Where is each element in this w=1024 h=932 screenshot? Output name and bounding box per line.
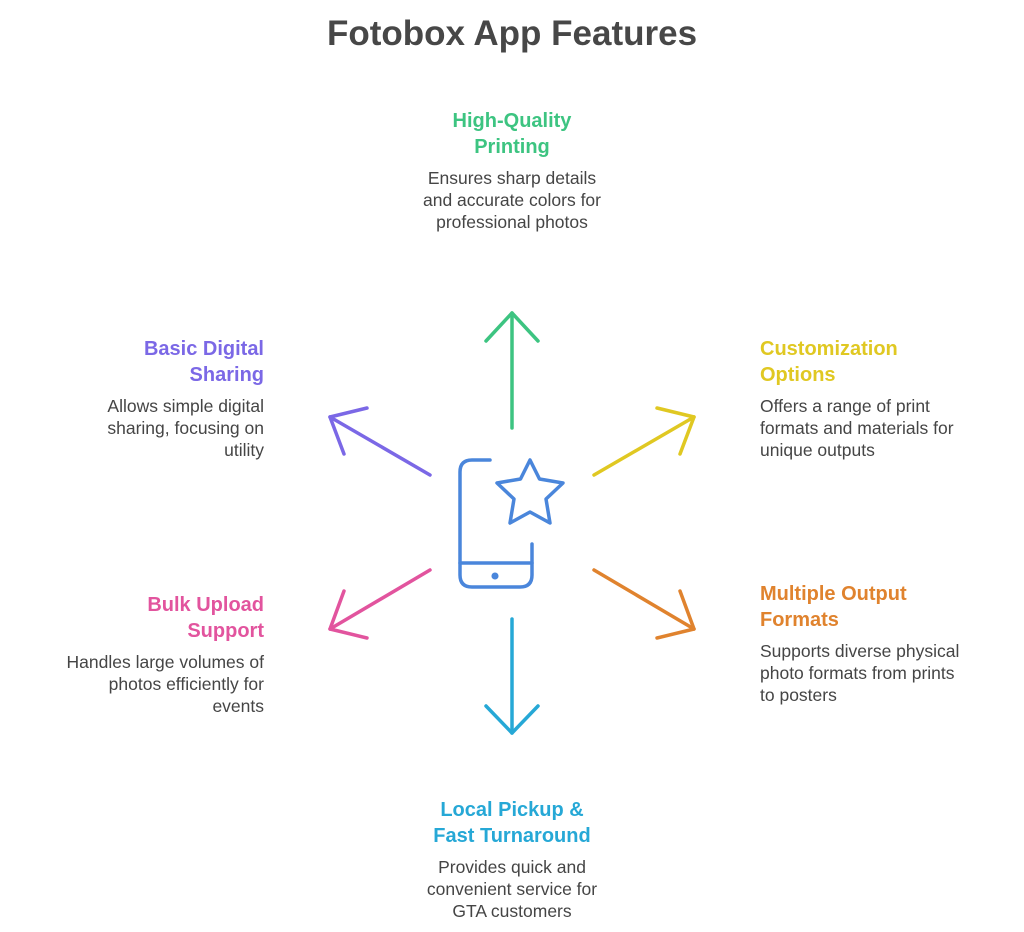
feature-title-line: Formats [760,609,839,631]
feature-title: Basic Digital Sharing [64,336,264,388]
feature-title-line: Basic Digital [143,338,264,360]
arrow-down-right-icon [592,568,696,640]
feature-local-pickup: Local Pickup & Fast Turnaround Provides … [392,797,632,922]
feature-title-line: Bulk Upload [147,594,264,616]
feature-customization-options: Customization Options Offers a range of … [760,336,1000,461]
feature-title: Local Pickup & Fast Turnaround [392,797,632,849]
feature-description: Handles large volumes of photos efficien… [66,652,264,716]
feature-title-line: Fast Turnaround [433,825,591,847]
feature-high-quality-printing: High-Quality Printing Ensures sharp deta… [392,108,632,233]
feature-description: Supports diverse physical photo formats … [760,641,960,705]
feature-multiple-output-formats: Multiple Output Formats Supports diverse… [760,581,1000,706]
feature-title-line: Multiple Output [760,583,907,605]
feature-description: Allows simple digital sharing, focusing … [107,396,264,460]
feature-title: Customization Options [760,336,1000,388]
feature-title-line: High-Quality [452,110,572,132]
feature-description: Provides quick and convenient service fo… [426,857,598,921]
feature-title-line: Printing [474,136,550,158]
arrow-down-icon [484,617,540,735]
phone-star-icon [458,458,565,589]
feature-title: Multiple Output Formats [760,581,1000,633]
feature-title-line: Sharing [189,364,264,386]
feature-title-line: Options [760,364,836,386]
feature-bulk-upload-support: Bulk Upload Support Handles large volume… [64,592,264,717]
feature-description: Ensures sharp details and accurate color… [422,168,601,232]
diagram-title: Fotobox App Features [326,14,698,53]
feature-title-line: Customization [760,338,898,360]
feature-title: High-Quality Printing [392,108,632,160]
arrow-up-icon [484,311,540,430]
feature-title: Bulk Upload Support [64,592,264,644]
arrow-up-right-icon [592,406,696,477]
feature-title-line: Support [187,620,264,642]
feature-description: Offers a range of print formats and mate… [760,396,954,460]
feature-title-line: Local Pickup & [440,799,584,821]
arrow-up-left-icon [328,406,432,477]
arrow-down-left-icon [328,568,432,640]
feature-basic-digital-sharing: Basic Digital Sharing Allows simple digi… [64,336,264,461]
